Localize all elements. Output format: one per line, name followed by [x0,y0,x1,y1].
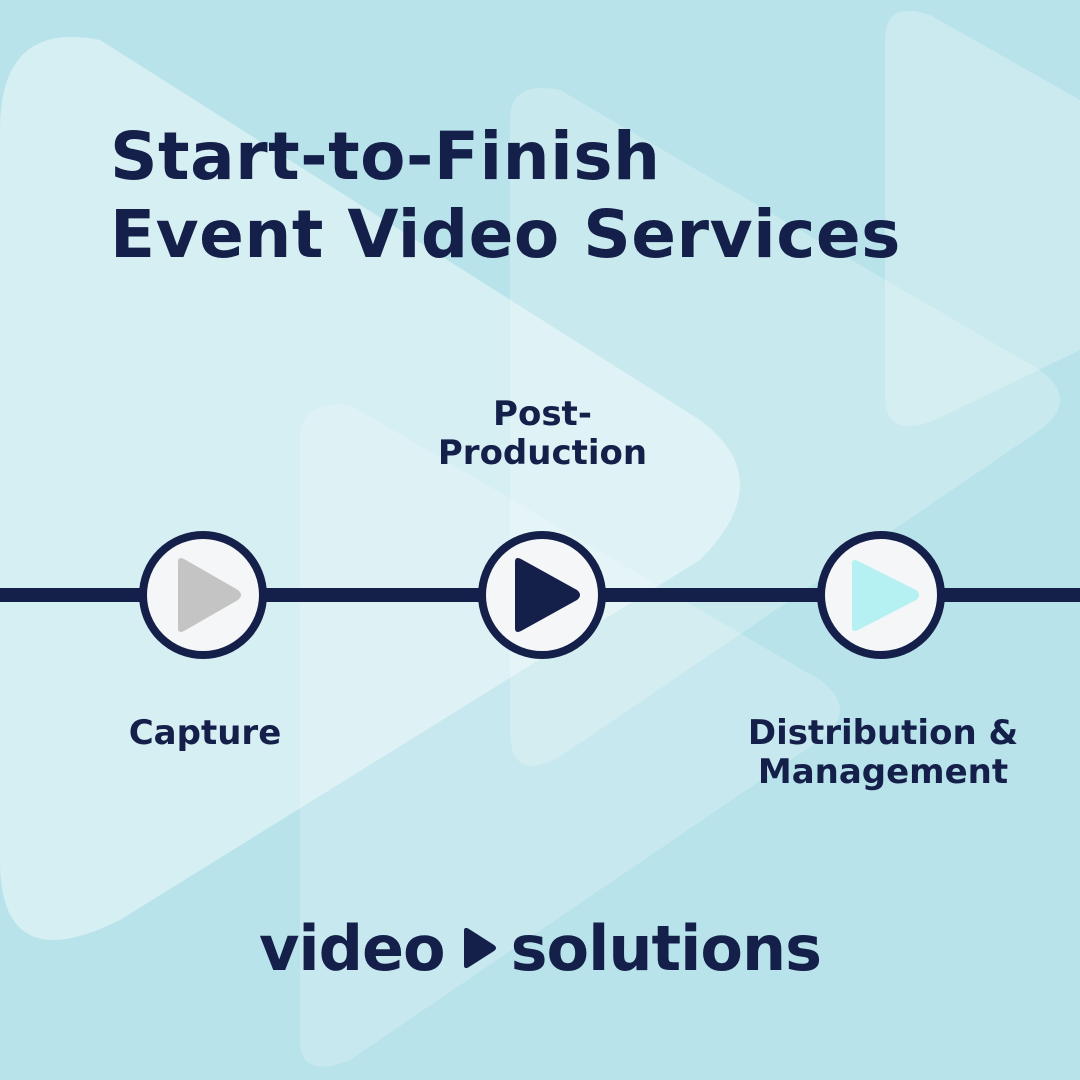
page-title: Start-to-Finish Event Video Services [110,118,901,274]
play-icon [515,558,580,632]
background-play-shape-lower [300,404,840,1067]
play-icon [852,560,919,631]
brand-word-video: video [258,911,446,985]
page-title-line-2: Event Video Services [110,196,901,273]
page-title-line-1: Start-to-Finish [110,118,661,195]
brand-logo: video solutions [240,903,840,993]
step-label-capture-line-1: Capture [128,713,282,753]
step-label-capture: Capture [100,714,310,753]
step-node-post-production [477,530,607,660]
step-node-distribution [816,530,946,660]
step-node-post-production-circle [478,531,606,659]
play-icon [463,927,496,969]
brand-word-solutions: solutions [510,911,822,985]
background-play-shape-large [0,36,740,940]
step-node-capture [138,530,268,660]
step-node-distribution-circle [817,531,945,659]
step-label-distribution-line-2: Management [757,752,1009,792]
step-label-post-production: Post- Production [400,395,685,473]
step-label-distribution: Distribution & Management [718,714,1048,792]
background-play-shape-right [885,10,1080,427]
step-node-capture-circle [139,531,267,659]
step-label-post-production-line-2: Production [437,433,648,473]
step-label-post-production-line-1: Post- [493,394,592,434]
step-label-distribution-line-1: Distribution & [747,713,1019,753]
play-icon [178,558,241,632]
